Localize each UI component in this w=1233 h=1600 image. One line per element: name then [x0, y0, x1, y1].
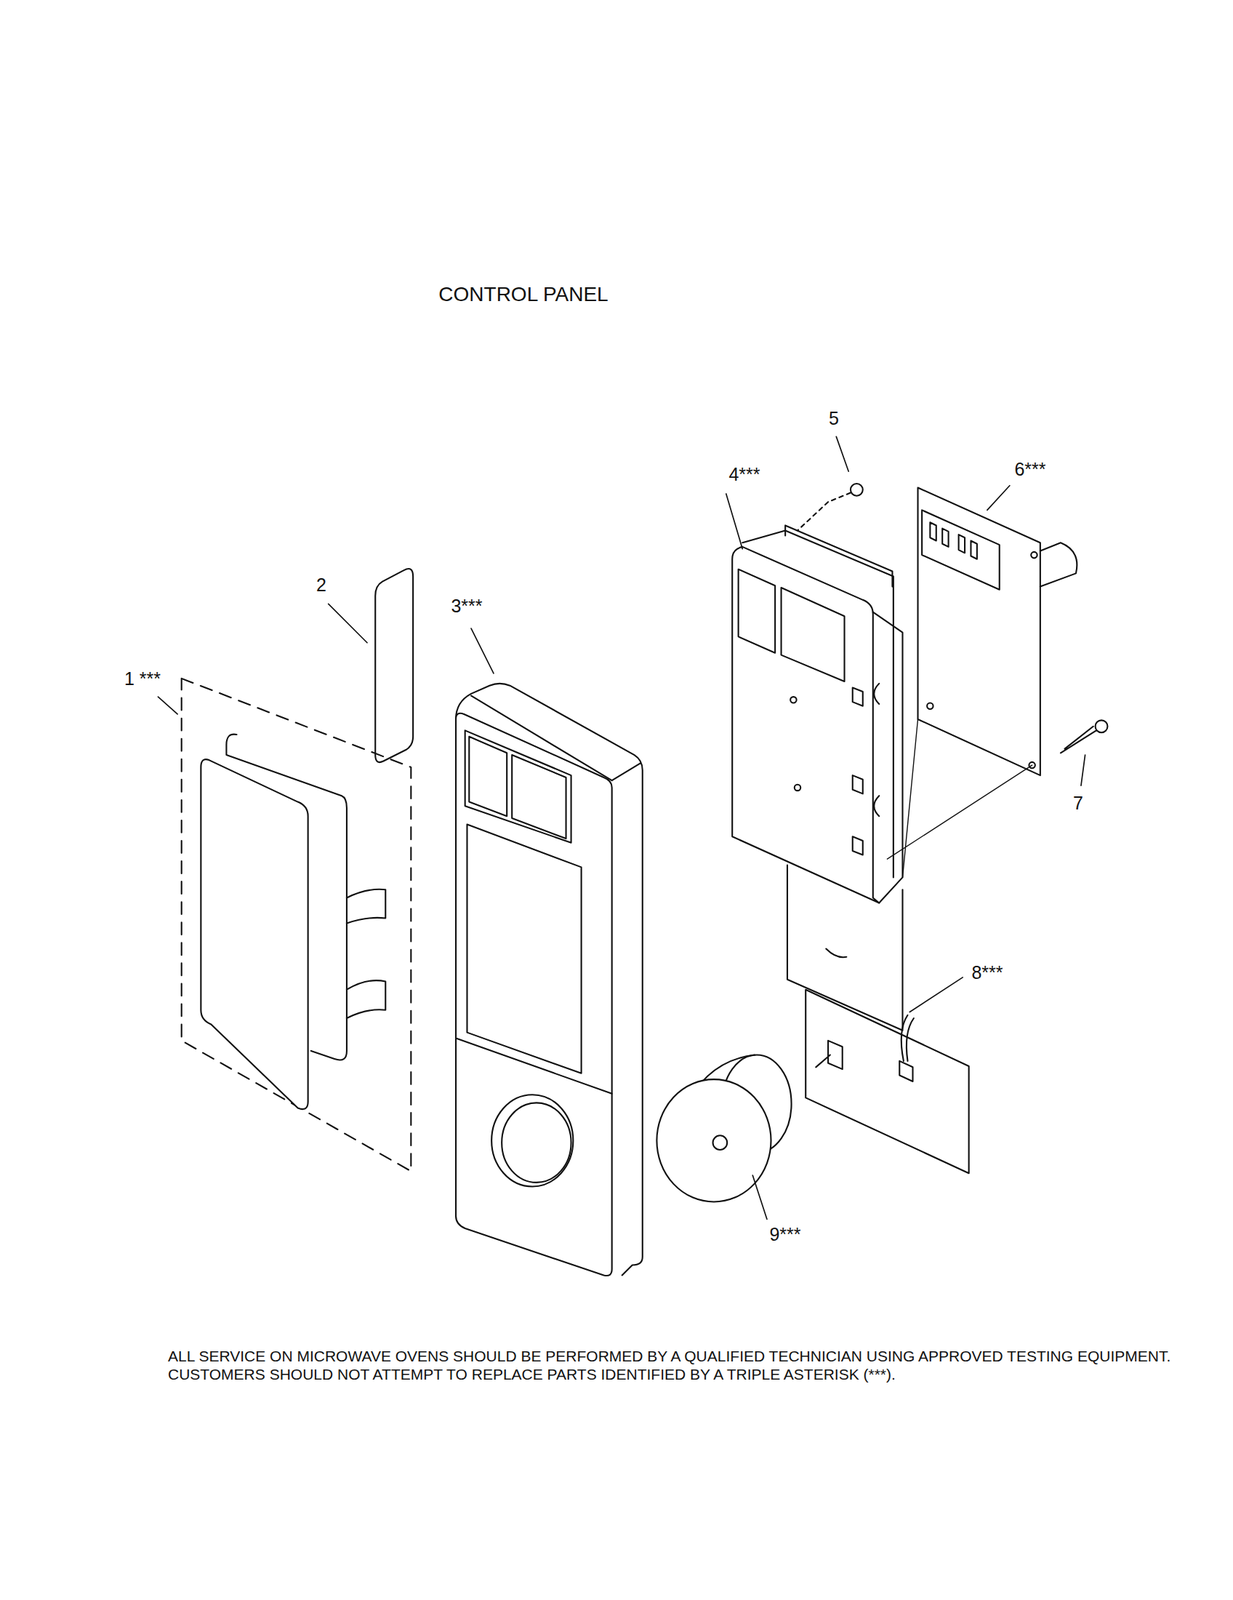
- display-module: [921, 509, 1000, 589]
- display-frame: [465, 729, 572, 842]
- screw-shaft: [797, 492, 851, 531]
- assembly-line: [886, 719, 1032, 877]
- hole: [794, 784, 801, 791]
- switch-board: [805, 989, 969, 1174]
- bracket-window: [738, 569, 845, 682]
- bezel-front: [455, 713, 613, 1276]
- bezel-edge: [471, 695, 641, 781]
- bracket-tab: [852, 683, 879, 855]
- strap: [346, 889, 386, 924]
- callout-number: 9***: [769, 1223, 801, 1245]
- hole: [1030, 551, 1037, 558]
- knob-front: [656, 1078, 771, 1202]
- callout-number: 7: [1073, 792, 1084, 814]
- callout-number: 8***: [971, 961, 1003, 983]
- bracket-lower: [787, 865, 903, 1031]
- knob-hole-inner: [501, 1102, 571, 1182]
- screw-head: [850, 483, 863, 496]
- bezel-line: [456, 1038, 612, 1094]
- control-board: [918, 487, 1041, 776]
- callout-number: 6***: [1014, 458, 1046, 480]
- hole: [926, 703, 933, 709]
- callout-number: 3***: [450, 595, 483, 617]
- window-film: [375, 568, 413, 762]
- bracket-plate: [732, 546, 879, 903]
- callout-number: 2: [316, 574, 327, 596]
- screw-shaft: [1060, 726, 1097, 753]
- knob-center: [713, 1134, 728, 1150]
- bezel-back: [455, 683, 643, 1276]
- leader-line: [157, 436, 1085, 1219]
- switch-wire: [899, 1014, 914, 1082]
- service-note: ALL SERVICE ON MICROWAVE OVENS SHOULD BE…: [167, 1346, 1186, 1383]
- screw-head: [1095, 719, 1108, 733]
- keypad-area: [466, 823, 581, 1073]
- callout-number: 1 ***: [124, 668, 161, 690]
- diagram-title: CONTROL PANEL: [438, 282, 608, 307]
- callout-number: 4***: [728, 463, 760, 485]
- knob-hole: [491, 1094, 573, 1186]
- callout-number: 5: [828, 407, 839, 429]
- bracket-notch: [825, 948, 847, 958]
- group-outline: [181, 678, 412, 1172]
- display-digit: [929, 521, 978, 560]
- strap: [346, 980, 386, 1018]
- switch: [815, 1040, 842, 1069]
- front-panel: [200, 758, 308, 1109]
- hole: [790, 696, 797, 703]
- connector-tab: [1040, 542, 1078, 586]
